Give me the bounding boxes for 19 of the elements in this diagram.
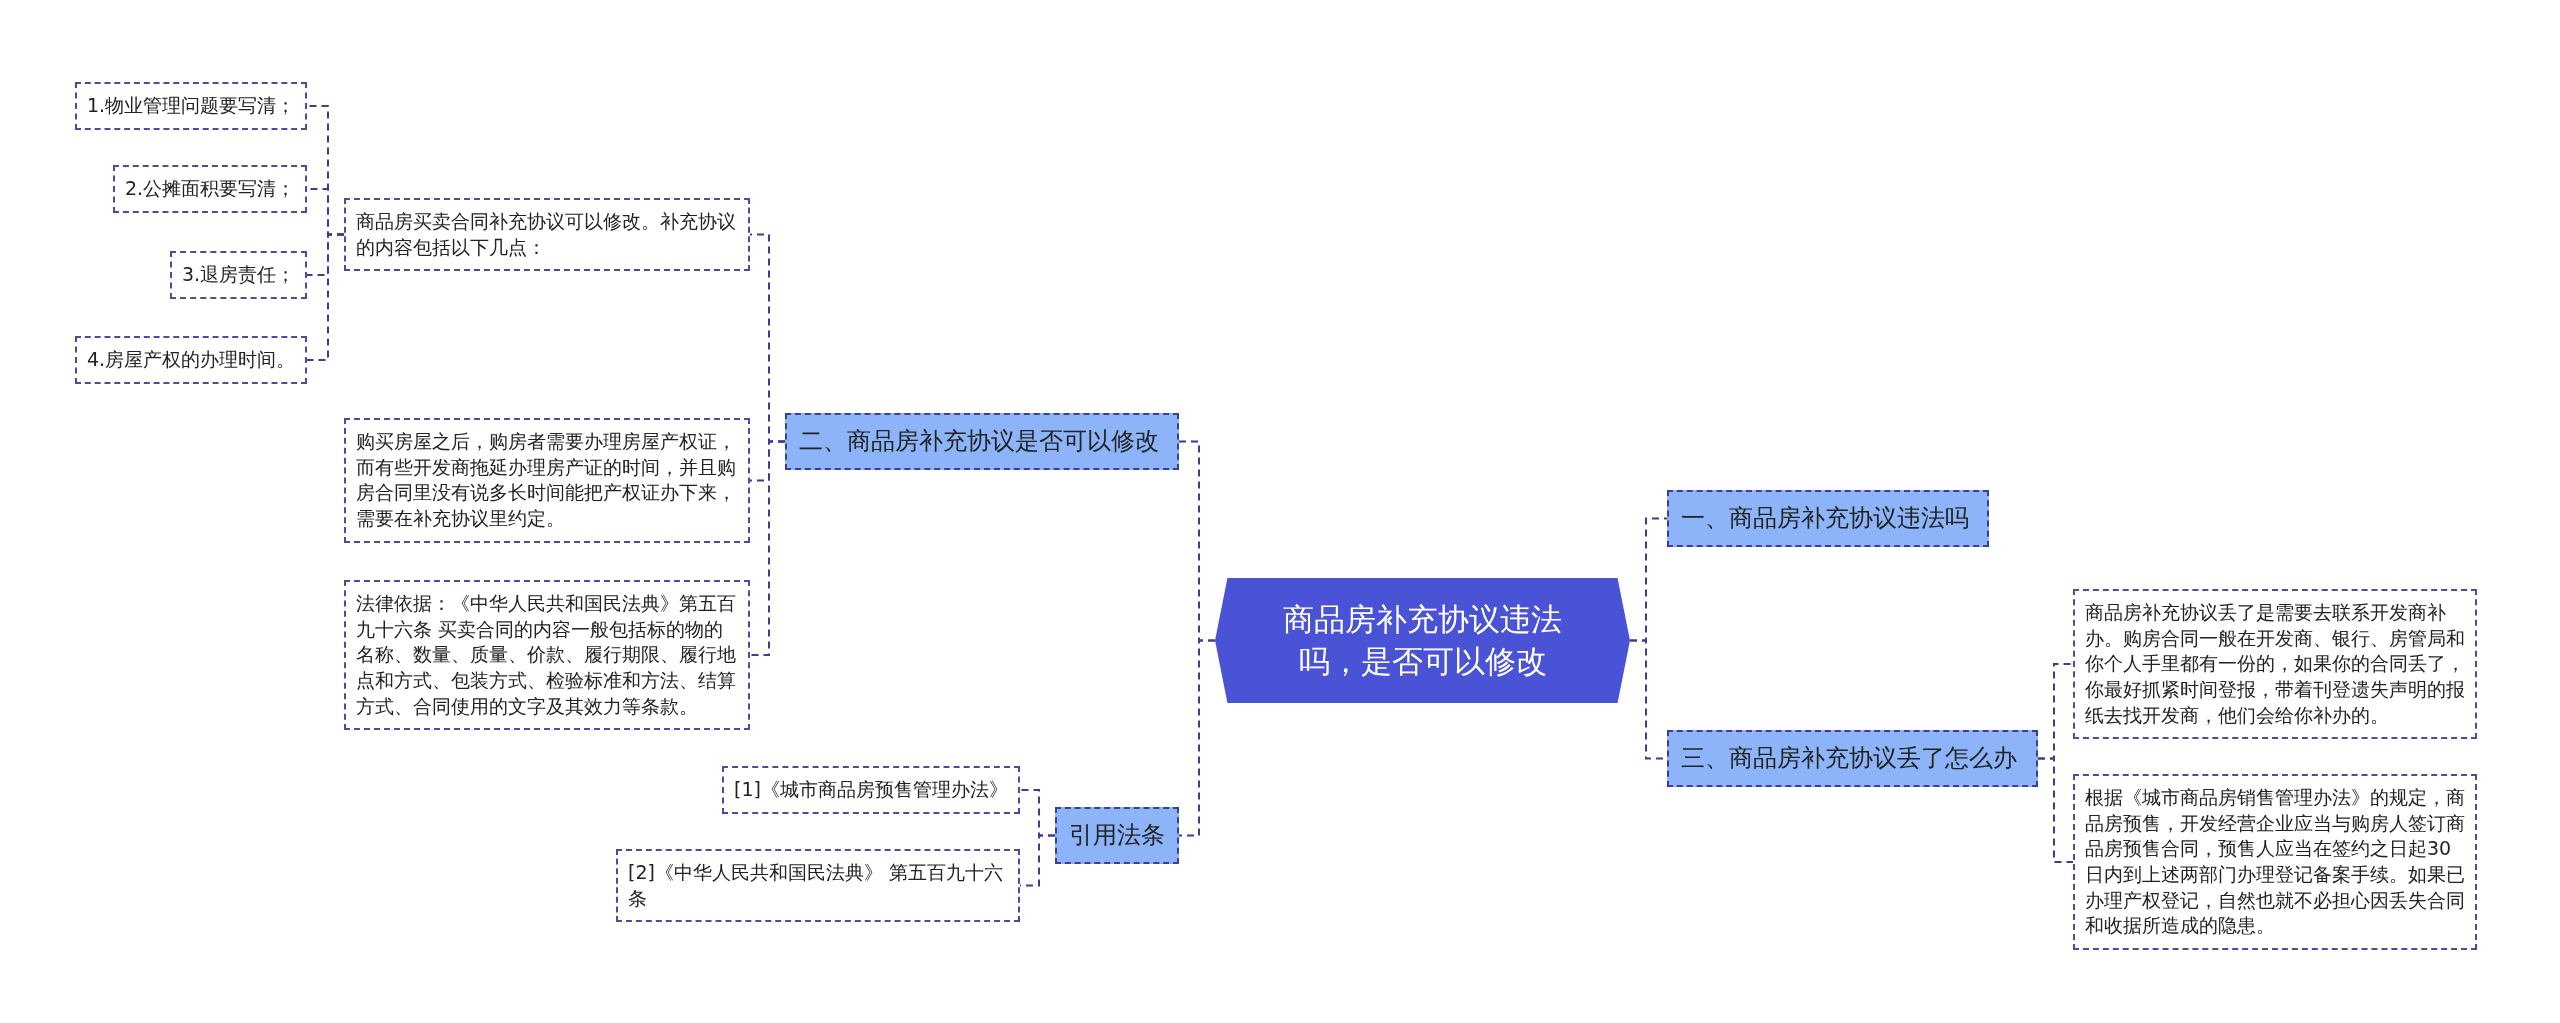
- note-box: [1]《城市商品房预售管理办法》: [722, 766, 1020, 814]
- note-box: 购买房屋之后，购房者需要办理房屋产权证，而有些开发商拖延办理房产证的时间，并且购房合同里没有说多长时间能把产权证办下来，需要在补充协议里约定。: [344, 418, 750, 543]
- note-box: 商品房补充协议丢了是需要去联系开发商补办。购房合同一般在开发商、银行、房管局和你个人手里都有一份的，如果你的合同丢了，你最好抓紧时间登报，带着刊登遗失声明的报纸去找开发商，他们会给你补办的。: [2073, 589, 2477, 740]
- topic-box: 二、商品房补充协议是否可以修改: [785, 413, 1179, 471]
- connector-line: [1178, 639, 1216, 837]
- note-box: 2.公摊面积要写清；: [113, 165, 308, 213]
- note-box: 法律依据：《中华人民共和国民法典》第五百九十六条 买卖合同的内容一般包括标的物的名称、数量、质量、价款、履行期限、履行地点和方式、包装方式、检验标准和方法、结算方式、合同使用的文字及其效力等条款。: [344, 580, 750, 731]
- topic-box: 一、商品房补充协议违法吗: [1667, 490, 1989, 548]
- connector-line: [749, 440, 786, 656]
- note-box: 商品房买卖合同补充协议可以修改。补充协议的内容包括以下几点：: [344, 198, 750, 272]
- note-box: 3.退房责任；: [170, 251, 308, 299]
- note-box: 根据《城市商品房销售管理办法》的规定，商品房预售，开发经营企业应当与购房人签订商品房预售合同，预售人应当在签约之日起30日内到上述两部门办理登记备案手续。如果已办理产权登记，自然也就不必担心因丢失合同和收据所造成的隐患。: [2073, 774, 2477, 950]
- topic-box: 引用法条: [1055, 807, 1179, 865]
- connector-line: [2037, 757, 2074, 863]
- topic-box: 三、商品房补充协议丢了怎么办: [1667, 730, 2038, 788]
- note-box: 4.房屋产权的办理时间。: [75, 336, 308, 384]
- note-box: 1.物业管理问题要写清；: [75, 82, 308, 130]
- connector-line: [306, 233, 345, 361]
- note-box: [2]《中华人民共和国民法典》 第五百九十六条: [616, 849, 1020, 923]
